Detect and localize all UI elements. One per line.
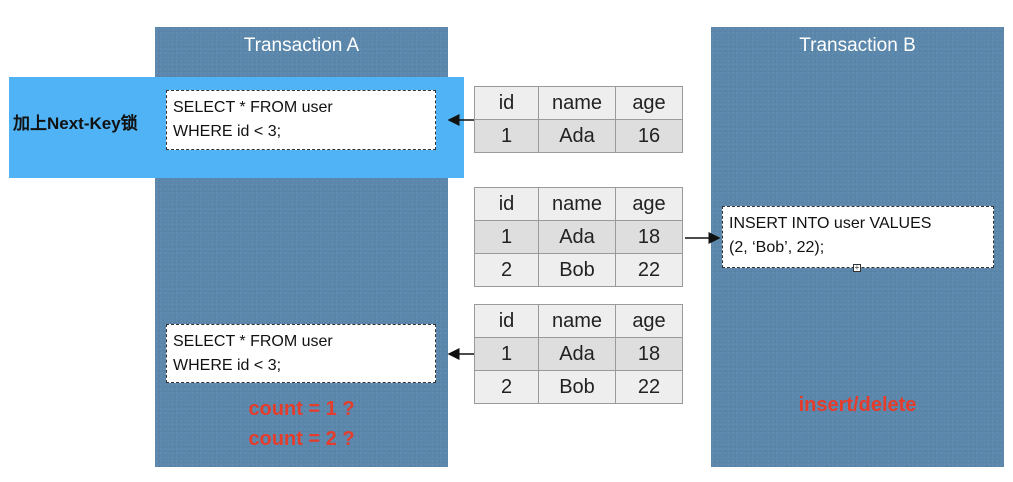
select-query-box-1[interactable]: SELECT * FROM user WHERE id < 3; [166,90,436,150]
select-query-2-line2: WHERE id < 3; [173,357,282,374]
table-row: 2 Bob 22 [474,370,683,404]
cell-id: 2 [474,253,539,287]
cell-id: 1 [474,119,539,153]
table-row: 2 Bob 22 [474,253,683,287]
header-id: id [474,86,539,120]
table-header-row: id name age [474,86,683,120]
insert-delete-note: insert/delete [798,394,917,416]
header-id: id [474,304,539,338]
select-query-box-2[interactable]: SELECT * FROM user WHERE id < 3; [166,324,436,383]
transaction-b-title: Transaction B [799,35,916,56]
select-query-2-line1: SELECT * FROM user [173,333,333,350]
cell-age: 16 [615,119,683,153]
cell-name: Ada [538,220,616,254]
user-table-2: id name age 1 Ada 18 2 Bob 22 [474,187,683,287]
cell-name: Ada [538,119,616,153]
table-row: 1 Ada 16 [474,119,683,153]
cell-age: 18 [615,337,683,371]
cell-id: 1 [474,337,539,371]
count-two-note: count = 2 ? [248,428,355,450]
header-age: age [615,86,683,120]
transaction-a-title: Transaction A [243,35,360,56]
cell-age: 22 [615,253,683,287]
cell-id: 2 [474,370,539,404]
header-name: name [538,86,616,120]
cell-age: 22 [615,370,683,404]
next-key-lock-label: 加上Next-Key锁 [13,114,138,133]
header-name: name [538,187,616,221]
select-query-1-line1: SELECT * FROM user [173,99,333,116]
insert-query-box[interactable]: INSERT INTO user VALUES (2, ‘Bob’, 22); [722,206,994,268]
header-id: id [474,187,539,221]
count-one-note: count = 1 ? [248,398,355,420]
table-row: 1 Ada 18 [474,220,683,254]
insert-query-line1: INSERT INTO user VALUES [729,215,932,232]
table-row: 1 Ada 18 [474,337,683,371]
user-table-1: id name age 1 Ada 16 [474,86,683,153]
insert-query-line2: (2, ‘Bob’, 22); [729,239,825,256]
cell-name: Ada [538,337,616,371]
resize-handle-icon[interactable]: + [853,263,861,272]
header-name: name [538,304,616,338]
cell-id: 1 [474,220,539,254]
cell-age: 18 [615,220,683,254]
table-header-row: id name age [474,304,683,338]
header-age: age [615,304,683,338]
select-query-1-line2: WHERE id < 3; [173,123,282,140]
cell-name: Bob [538,370,616,404]
user-table-3: id name age 1 Ada 18 2 Bob 22 [474,304,683,404]
